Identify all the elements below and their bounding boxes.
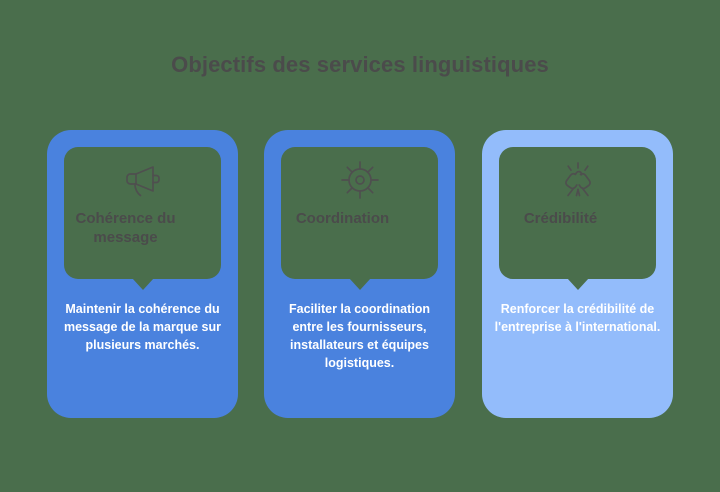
cards-row: Cohérence du message Maintenir la cohére…: [0, 130, 720, 420]
card-body-text: Faciliter la coordination entre les four…: [289, 302, 430, 371]
speech-bubble-tail: [566, 278, 589, 290]
sun-gear-icon: [334, 157, 386, 203]
card-body-text: Renforcer la crédibilité de l'entreprise…: [494, 302, 661, 335]
card-heading: Coordination: [295, 210, 390, 227]
card-heading: Cohérence du message: [75, 210, 176, 246]
fist-bump-icon: [552, 157, 604, 203]
card-coordination[interactable]: Coordination Faciliter la coordination e…: [264, 130, 455, 418]
speech-bubble-cutout: [64, 147, 221, 279]
megaphone-icon: [117, 157, 169, 203]
card-credibilite[interactable]: Crédibilité Renforcer la crédibilité de …: [482, 130, 673, 418]
card-coherence[interactable]: Cohérence du message Maintenir la cohére…: [47, 130, 238, 418]
speech-bubble-tail: [348, 278, 371, 290]
speech-bubble-cutout: [499, 147, 656, 279]
card-heading: Crédibilité: [523, 210, 598, 227]
speech-bubble-tail: [131, 278, 154, 290]
page-title: Objectifs des services linguistiques: [171, 52, 549, 77]
card-body-text: Maintenir la cohérence du message de la …: [63, 302, 222, 353]
